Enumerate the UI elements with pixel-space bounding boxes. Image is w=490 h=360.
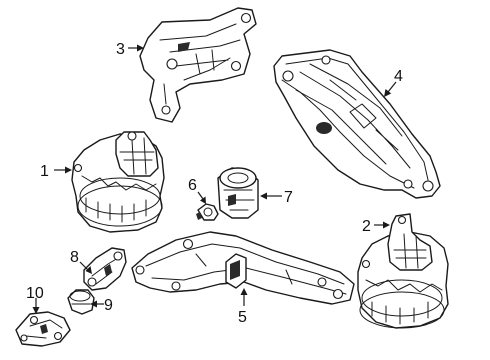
callout-6: 6 [188, 177, 197, 194]
arrow-2 [383, 221, 390, 229]
callout-9: 9 [104, 297, 113, 314]
part-6-stud [196, 203, 219, 221]
arrow-3 [137, 44, 144, 52]
arrow-1 [65, 166, 72, 174]
leader-4 [387, 81, 397, 93]
arrow-8 [85, 266, 92, 274]
part-3-upper-bracket [139, 7, 257, 123]
part-2-engine-mount [357, 213, 449, 329]
arrow-6 [200, 196, 206, 204]
callout-7: 7 [284, 189, 293, 206]
leader-lines [32, 44, 397, 314]
part-8-small-bracket [83, 247, 127, 291]
part-4-crossmember [273, 49, 441, 199]
callout-5: 5 [238, 309, 247, 326]
callout-labels: 1 2 3 4 5 6 7 8 9 10 [26, 41, 403, 326]
callout-1: 1 [40, 163, 49, 180]
part-10-mounting-plate [15, 311, 71, 347]
leader-8 [79, 261, 89, 271]
callout-4: 4 [394, 68, 403, 85]
callout-10: 10 [26, 285, 44, 302]
part-5-transmission-bracket [131, 231, 355, 305]
callout-8: 8 [70, 249, 79, 266]
arrow-9 [90, 300, 97, 308]
part-1-engine-mount [71, 131, 165, 233]
callout-3: 3 [116, 41, 125, 58]
arrow-4 [384, 89, 392, 97]
leader-6 [197, 191, 204, 200]
part-7-bushing [217, 167, 259, 219]
arrow-5 [240, 288, 248, 295]
part-9-bumper [67, 289, 95, 315]
arrow-10 [32, 307, 40, 314]
callout-2: 2 [362, 218, 371, 235]
arrow-7 [260, 192, 267, 200]
